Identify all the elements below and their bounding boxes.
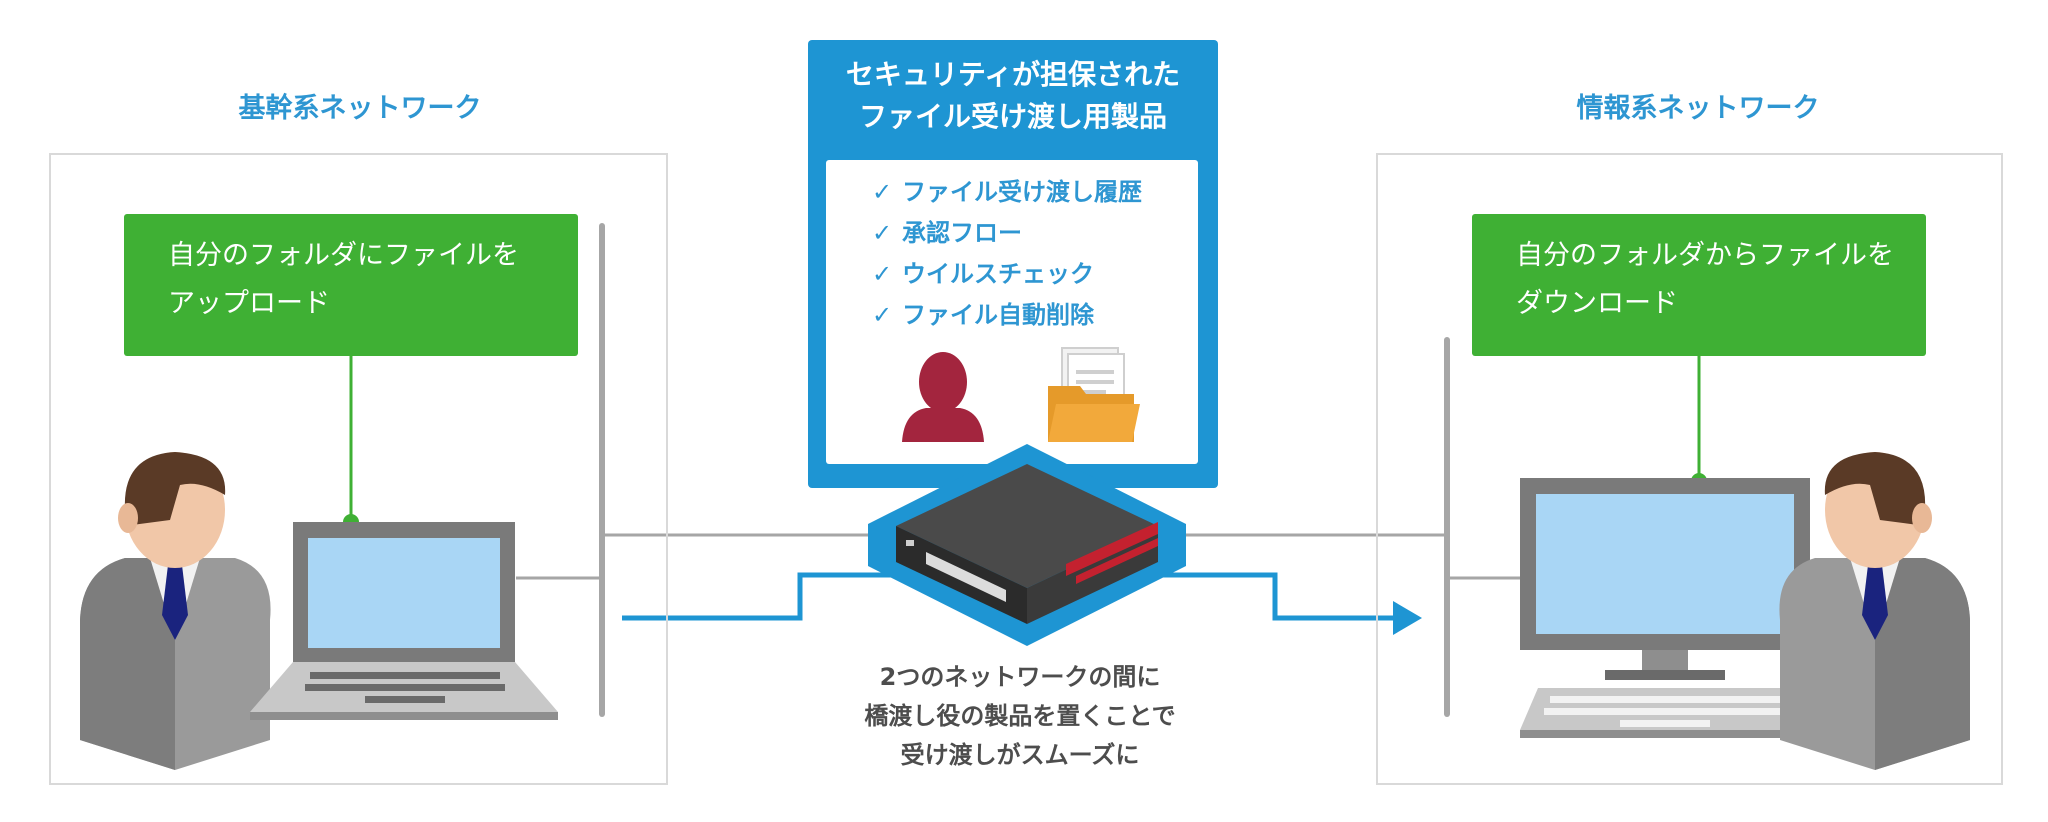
check-icon: ✓ [872, 301, 893, 329]
feature-item: ✓ ウイルスチェック [872, 254, 1142, 295]
product-title-line-2: ファイル受け渡し用製品 [858, 100, 1167, 133]
check-icon: ✓ [872, 219, 893, 247]
feature-item: ✓ ファイル自動削除 [872, 295, 1142, 336]
right-network-box [1376, 153, 2003, 785]
left-network-box [49, 153, 668, 785]
caption-line-2: 橋渡し役の製品を置くことで [864, 702, 1176, 730]
left-network-title: 基幹系ネットワーク [238, 93, 482, 124]
feature-label: ウイルスチェック [902, 260, 1094, 288]
left-message-line-2: アップロード [168, 288, 330, 319]
product-title-line-1: セキュリティが担保された [845, 58, 1181, 91]
laptop-icon [250, 522, 558, 720]
data-flow-line-out [1150, 572, 1395, 621]
right-network-title: 情報系ネットワーク [1576, 93, 1820, 124]
feature-item: ✓ ファイル受け渡し履歴 [872, 172, 1142, 213]
feature-label: ファイル自動削除 [902, 301, 1094, 329]
caption: 2つのネットワークの間に 橋渡し役の製品を置くことで 受け渡しがスムーズに [780, 658, 1260, 775]
product-panel: セキュリティが担保された ファイル受け渡し用製品 ✓ ファイル受け渡し履歴 ✓ 承認… [808, 40, 1218, 488]
user-icon [902, 352, 984, 442]
check-icon: ✓ [872, 260, 893, 288]
caption-line-3: 受け渡しがスムーズに [900, 741, 1140, 769]
feature-label: ファイル受け渡し履歴 [902, 178, 1142, 206]
caption-line-1: 2つのネットワークの間に [879, 663, 1161, 691]
product-title: セキュリティが担保された ファイル受け渡し用製品 [808, 54, 1218, 138]
left-message-box: 自分のフォルダにファイルを アップロード [124, 214, 578, 356]
arrow-right-icon [1393, 601, 1422, 635]
desktop-monitor-icon [1520, 478, 1810, 738]
feature-item: ✓ 承認フロー [872, 213, 1142, 254]
person-icon [80, 452, 271, 770]
feature-list: ✓ ファイル受け渡し履歴 ✓ 承認フロー ✓ ウイルスチェック ✓ ファイル自動削除 [872, 172, 1142, 336]
data-flow-line [622, 572, 900, 621]
right-message-line-1: 自分のフォルダからファイルを [1516, 240, 1894, 271]
product-feature-card: ✓ ファイル受け渡し履歴 ✓ 承認フロー ✓ ウイルスチェック ✓ ファイル自動削除 [826, 160, 1198, 464]
folder-icon [1048, 347, 1140, 442]
right-message-box: 自分のフォルダからファイルを ダウンロード [1472, 214, 1926, 356]
feature-label: 承認フロー [902, 219, 1022, 247]
person-icon [1779, 452, 1970, 770]
network-appliance-icon [868, 444, 1186, 646]
left-message-line-1: 自分のフォルダにファイルを [168, 240, 519, 271]
check-icon: ✓ [872, 178, 893, 206]
right-message-line-2: ダウンロード [1516, 288, 1678, 319]
